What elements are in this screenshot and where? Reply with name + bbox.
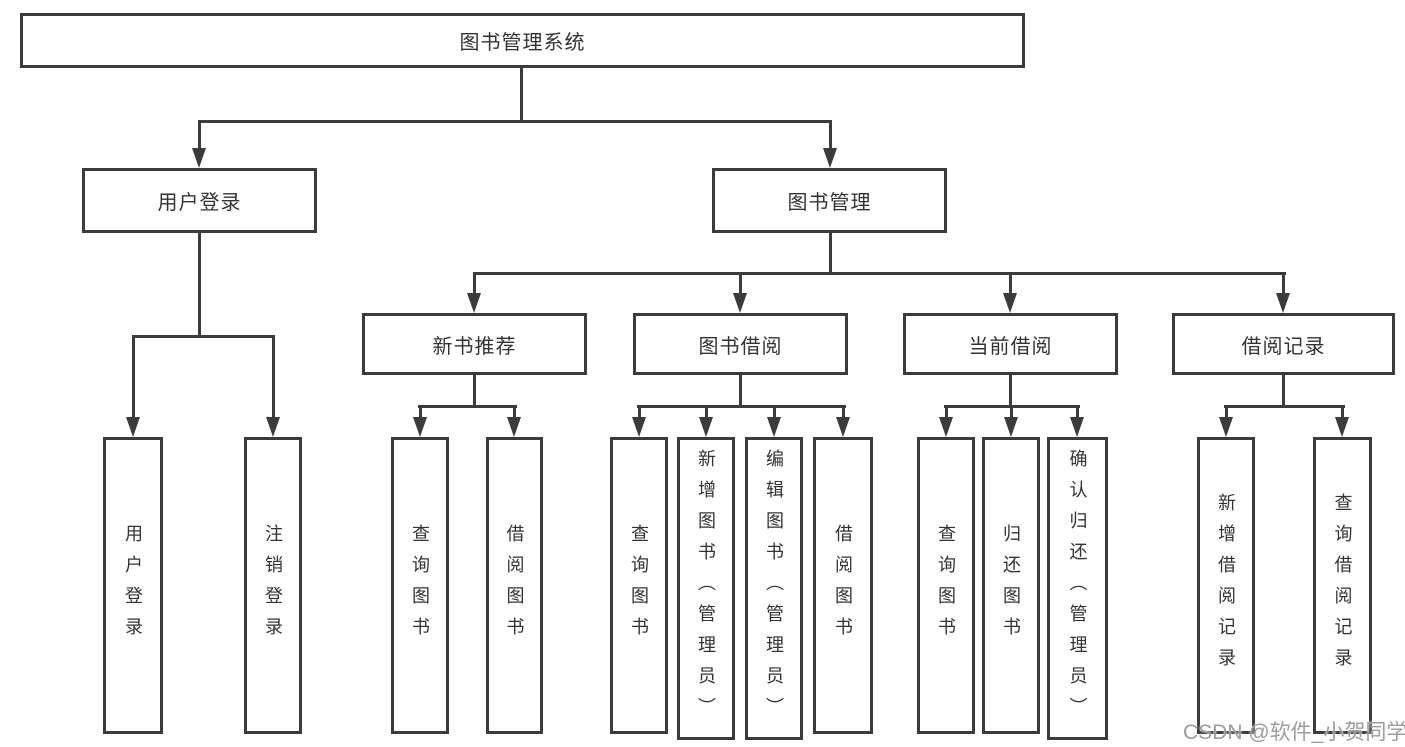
connector-root-branch xyxy=(198,120,832,123)
leaf-query-books-recommend: 查询图书 xyxy=(391,437,449,734)
connector-trunk xyxy=(739,375,742,405)
connector-trunk xyxy=(1282,375,1285,405)
node-label: 图书管理系统 xyxy=(459,32,586,54)
connector-drop xyxy=(638,405,641,419)
leaf-label: 新增借阅记录 xyxy=(1216,492,1236,679)
connector-drop xyxy=(945,405,948,419)
leaf-label: 借阅图书 xyxy=(504,523,525,648)
connector-drop xyxy=(1225,405,1228,419)
arrow-down-icon xyxy=(733,293,747,313)
connector-branch xyxy=(418,405,517,408)
leaf-add-book-admin: 新增图书（管理员） xyxy=(677,437,735,740)
leaf-confirm-return-admin: 确认归还（管理员） xyxy=(1047,437,1108,740)
connector-drop xyxy=(473,272,476,295)
arrow-down-icon xyxy=(1070,417,1084,437)
leaf-return-book: 归还图书 xyxy=(982,437,1040,734)
node-label: 图书借阅 xyxy=(698,335,783,358)
connector-drop xyxy=(829,120,832,150)
connector-drop xyxy=(1282,272,1285,295)
leaf-label: 查询借阅记录 xyxy=(1332,492,1353,679)
arrow-down-icon xyxy=(192,148,206,168)
arrow-down-icon xyxy=(632,417,646,437)
arrow-down-icon xyxy=(699,417,713,437)
node-label: 图书管理 xyxy=(787,192,872,214)
connector-branch xyxy=(1224,405,1345,408)
leaf-label: 借阅图书 xyxy=(833,523,853,648)
leaf-label: 查询图书 xyxy=(629,523,649,648)
node-current-borrow: 当前借阅 xyxy=(903,313,1118,375)
leaf-edit-book-admin: 编辑图书（管理员） xyxy=(745,437,803,740)
csdn-watermark: CSDN @软件_小贺同学 xyxy=(1183,721,1405,744)
connector-drop xyxy=(1009,272,1012,295)
arrow-down-icon xyxy=(823,148,837,168)
arrow-down-icon xyxy=(507,417,521,437)
connector-drop xyxy=(272,335,275,419)
connector-drop xyxy=(705,405,708,419)
leaf-label: 新增图书（管理员） xyxy=(696,449,716,728)
node-book-borrow: 图书借阅 xyxy=(633,313,848,375)
arrow-down-icon xyxy=(1219,417,1233,437)
node-user-login: 用户登录 xyxy=(82,168,317,233)
leaf-borrow-books: 借阅图书 xyxy=(813,437,873,734)
leaf-query-books-borrow: 查询图书 xyxy=(610,437,668,734)
leaf-user-login: 用户登录 xyxy=(103,437,163,734)
connector-drop xyxy=(773,405,776,419)
leaf-label: 编辑图书（管理员） xyxy=(764,449,784,728)
arrow-down-icon xyxy=(1276,293,1290,313)
connector-drop xyxy=(842,405,845,419)
connector-trunk xyxy=(198,233,201,335)
connector-branch xyxy=(132,335,275,338)
arrow-down-icon xyxy=(126,417,140,437)
connector-drop xyxy=(198,120,201,150)
node-label: 新书推荐 xyxy=(432,335,517,358)
arrow-down-icon xyxy=(1003,293,1017,313)
leaf-label: 查询图书 xyxy=(410,523,430,648)
leaf-label: 归还图书 xyxy=(1001,523,1021,648)
connector-drop xyxy=(1341,405,1344,419)
connector-drop xyxy=(513,405,516,419)
connector-drop xyxy=(739,272,742,295)
arrow-down-icon xyxy=(939,417,953,437)
arrow-down-icon xyxy=(767,417,781,437)
leaf-label: 确认归还（管理员） xyxy=(1067,449,1088,728)
node-book-management: 图书管理 xyxy=(712,168,947,233)
node-root: 图书管理系统 xyxy=(20,13,1025,68)
leaf-add-borrow-record: 新增借阅记录 xyxy=(1197,437,1255,734)
arrow-down-icon xyxy=(467,293,481,313)
arrow-down-icon xyxy=(413,417,427,437)
leaf-borrow-books-recommend: 借阅图书 xyxy=(486,437,543,734)
connector-root-trunk xyxy=(520,68,523,120)
connector-drop xyxy=(419,405,422,419)
arrow-down-icon xyxy=(836,417,850,437)
node-label: 用户登录 xyxy=(157,192,242,214)
connector-branch xyxy=(637,405,846,408)
node-label: 当前借阅 xyxy=(968,335,1053,358)
arrow-down-icon xyxy=(1004,417,1018,437)
connector-drop xyxy=(132,335,135,419)
connector-drop xyxy=(1076,405,1079,419)
connector-trunk xyxy=(1009,375,1012,405)
leaf-label: 注销登录 xyxy=(263,523,283,648)
connector-branch xyxy=(473,272,1286,275)
arrow-down-icon xyxy=(266,417,280,437)
arrow-down-icon xyxy=(1335,417,1349,437)
leaf-logout: 注销登录 xyxy=(244,437,302,734)
leaf-query-borrow-record: 查询借阅记录 xyxy=(1313,437,1372,734)
node-borrow-records: 借阅记录 xyxy=(1172,313,1395,375)
node-label: 借阅记录 xyxy=(1241,335,1326,358)
connector-trunk xyxy=(473,375,476,405)
leaf-label: 用户登录 xyxy=(123,523,143,648)
connector-trunk xyxy=(829,233,832,272)
node-new-book-recommend: 新书推荐 xyxy=(362,313,587,375)
leaf-label: 查询图书 xyxy=(936,523,956,648)
leaf-query-books-current: 查询图书 xyxy=(917,437,975,734)
connector-drop xyxy=(1010,405,1013,419)
